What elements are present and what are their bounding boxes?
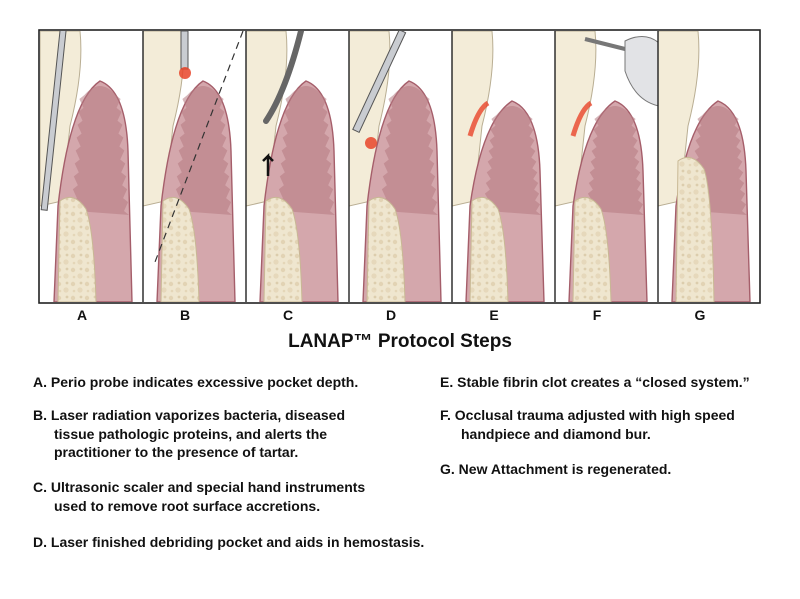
fibrin-clot (467, 100, 490, 137)
panel-label-e: E (489, 307, 499, 323)
panel-label-b: B (179, 307, 191, 323)
alveolar-bone (160, 196, 200, 302)
panels-frame (38, 29, 761, 304)
step-f-line-1: F. Occlusal trauma adjusted with high sp… (440, 407, 735, 423)
step-f: F. Occlusal trauma adjusted with high sp… (440, 406, 735, 443)
step-c-line-2: used to remove root surface accretions. (54, 497, 321, 514)
step-g-line-1: G. New Attachment is regenerated. (440, 461, 672, 477)
step-a: A. Perio probe indicates excessive pocke… (33, 373, 358, 392)
panel-label-f: F (592, 307, 602, 323)
panel-e (451, 31, 555, 302)
panel-g (657, 31, 761, 302)
step-e: E. Stable fibrin clot creates a “closed … (440, 373, 750, 392)
step-g: G. New Attachment is regenerated. (440, 460, 671, 479)
step-c-line-1: C. Ultrasonic scaler and special hand in… (33, 479, 366, 495)
panel-f (554, 31, 658, 302)
connective-tissue (586, 106, 644, 215)
connective-tissue (380, 86, 438, 215)
step-d: D. Laser finished debriding pocket and a… (33, 533, 424, 552)
laser-fiber (352, 31, 407, 134)
alveolar-bone (263, 196, 303, 302)
step-f-line-2: handpiece and diamond bur. (461, 425, 651, 442)
ultrasonic-scaler (263, 31, 304, 124)
panel-a (40, 31, 143, 302)
panel-b (142, 31, 246, 302)
panel-c (245, 31, 349, 302)
arrow-up-icon (262, 152, 274, 176)
panel-label-g: G (694, 307, 706, 323)
step-b-line-2: tissue pathologic proteins, and alerts t… (54, 425, 328, 442)
perio-probe (40, 31, 68, 211)
diagram-title: LANAP™ Protocol Steps (288, 331, 512, 352)
tooth-crown (555, 31, 597, 207)
laser-spot (365, 137, 377, 149)
alveolar-bone (469, 196, 509, 302)
alveolar-bone (572, 196, 612, 302)
alveolar-bone (675, 156, 715, 302)
handpiece-bur (584, 37, 626, 51)
alveolar-bone (57, 196, 97, 302)
laser-fiber (180, 31, 189, 70)
tooth-crown (452, 31, 494, 207)
step-b-line-1: B. Laser radiation vaporizes bacteria, d… (33, 407, 346, 423)
connective-tissue (483, 106, 541, 215)
laser-path (154, 31, 244, 263)
connective-tissue (277, 86, 335, 215)
connective-tissue (174, 86, 232, 215)
panel-d (348, 31, 452, 302)
laser-spot (179, 67, 191, 79)
step-b: B. Laser radiation vaporizes bacteria, d… (33, 406, 345, 462)
lanap-diagram (38, 29, 761, 304)
panel-label-c: C (282, 307, 294, 323)
connective-tissue (71, 86, 129, 215)
step-e-line-1: E. Stable fibrin clot creates a “closed … (440, 374, 750, 390)
handpiece (624, 36, 658, 107)
step-b-line-3: practitioner to the presence of tartar. (54, 444, 299, 460)
fibrin-clot (570, 100, 593, 137)
step-c: C. Ultrasonic scaler and special hand in… (33, 478, 365, 515)
panel-label-d: D (385, 307, 397, 323)
alveolar-bone (366, 196, 406, 302)
tooth-crown (658, 31, 700, 207)
step-d-line-1: D. Laser finished debriding pocket and a… (33, 534, 425, 550)
panel-label-a: A (76, 307, 88, 323)
step-a-line-1: A. Perio probe indicates excessive pocke… (33, 374, 359, 390)
